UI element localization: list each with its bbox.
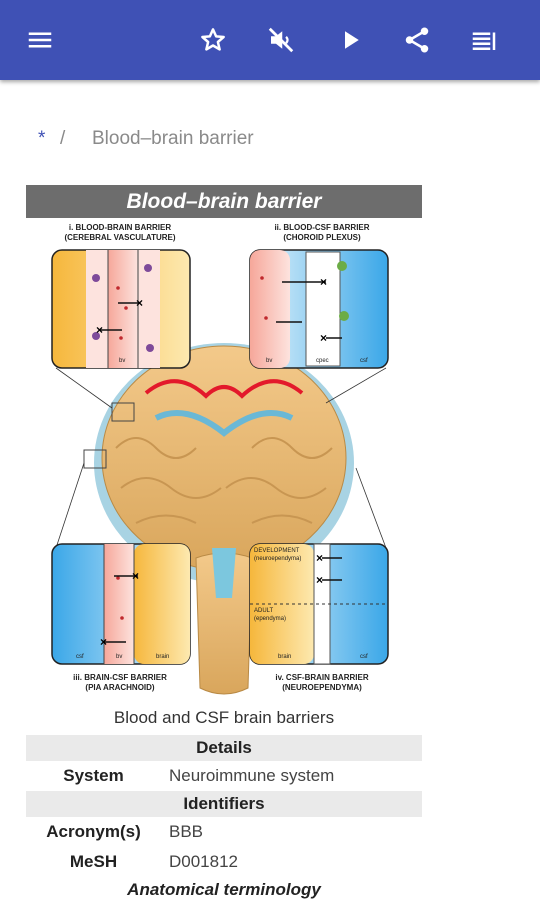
panel4-adult-sub-label: (ependyma) [254, 616, 286, 622]
anatomical-terminology-link[interactable]: Anatomical terminology [127, 880, 321, 899]
panel4-label-line2: (NEUROEPENDYMA) [282, 683, 362, 692]
panel2-bv-label: bv [266, 358, 272, 364]
panel3-brain-label: brain [156, 654, 169, 660]
system-label: System [63, 766, 124, 785]
infobox-table: Details System Neuroimmune system Identi… [26, 735, 422, 903]
panel-choroid-plexus: × × bv cpec csf [249, 249, 389, 369]
panel3-csf-label: csf [76, 654, 84, 660]
svg-text:×: × [96, 323, 103, 337]
svg-text:×: × [316, 551, 323, 565]
zoom-box-2 [83, 449, 107, 469]
panel2-csf-label: csf [360, 358, 368, 364]
mesh-value[interactable]: D001812 [169, 852, 239, 871]
figure-title: Blood–brain barrier [26, 185, 422, 218]
panel4-adult-label: ADULT [254, 608, 274, 614]
play-icon[interactable] [330, 20, 370, 60]
infobox-image[interactable]: Blood–brain barrier i. BLOOD-BRAIN BARRI… [26, 185, 422, 700]
panel2-label-line1: ii. BLOOD-CSF BARRIER [274, 223, 369, 232]
figure-caption: Blood and CSF brain barriers [113, 708, 335, 727]
breadcrumb: * / Blood–brain barrier [38, 128, 254, 150]
panel1-label-line1: i. BLOOD-BRAIN BARRIER [69, 223, 171, 232]
panel3-label-line1: iii. BRAIN-CSF BARRIER [73, 673, 167, 682]
panel4-csf-label: csf [360, 654, 368, 660]
ventricle-arc-shape [154, 410, 294, 437]
panel-neuroependyma: × × DEVELOPMENT (neuroependyma) ADULT (e… [249, 543, 389, 665]
acronym-label: Acronym(s) [46, 822, 141, 841]
breadcrumb-home-link[interactable]: * [38, 128, 46, 149]
panel4-brain-label: brain [278, 654, 291, 660]
acronym-row: Acronym(s) BBB [26, 817, 422, 847]
panel4-development-label: DEVELOPMENT [254, 548, 300, 554]
svg-text:×: × [132, 569, 139, 583]
list-icon[interactable] [464, 20, 504, 60]
system-value[interactable]: Neuroimmune system [169, 766, 335, 785]
panel3-bv-label: bv [116, 654, 122, 660]
acronym-value: BBB [169, 822, 204, 841]
panel3-label-line2: (PIA ARACHNOID) [85, 683, 155, 692]
share-icon[interactable] [397, 20, 437, 60]
system-row: System Neuroimmune system [26, 761, 422, 791]
choroid-plexus-shape [144, 379, 304, 399]
brain-barrier-diagram: i. BLOOD-BRAIN BARRIER (CEREBRAL VASCULA… [51, 223, 389, 695]
breadcrumb-separator: / [60, 128, 66, 149]
panel-cerebral-vasculature: × × bv [51, 249, 191, 369]
app-bar [0, 0, 540, 80]
mute-icon[interactable] [261, 20, 301, 60]
svg-text:×: × [320, 331, 327, 345]
star-icon[interactable] [193, 20, 233, 60]
ventricle-shape [212, 548, 236, 598]
panel4-label-line1: iv. CSF-BRAIN BARRIER [275, 673, 368, 682]
gyri-shape [115, 437, 333, 524]
panel1-label-line2: (CEREBRAL VASCULATURE) [64, 233, 175, 242]
zoom-box-1 [111, 402, 135, 422]
panel2-cpec-label: cpec [316, 358, 329, 364]
svg-text:×: × [136, 296, 143, 310]
details-header: Details [26, 735, 422, 761]
breadcrumb-current: Blood–brain barrier [92, 128, 254, 149]
mesh-label[interactable]: MeSH [69, 852, 118, 871]
mesh-row: MeSH D001812 [26, 847, 422, 877]
panel-pia-arachnoid: × × csf bv brain [51, 543, 191, 665]
panel2-label-line2: (CHOROID PLEXUS) [283, 233, 361, 242]
panel1-bv-label: bv [119, 358, 125, 364]
svg-text:×: × [320, 275, 327, 289]
svg-text:×: × [100, 635, 107, 649]
menu-icon[interactable] [20, 20, 60, 60]
svg-text:×: × [316, 573, 323, 587]
identifiers-header: Identifiers [26, 791, 422, 817]
panel4-development-sub-label: (neuroependyma) [254, 556, 301, 562]
